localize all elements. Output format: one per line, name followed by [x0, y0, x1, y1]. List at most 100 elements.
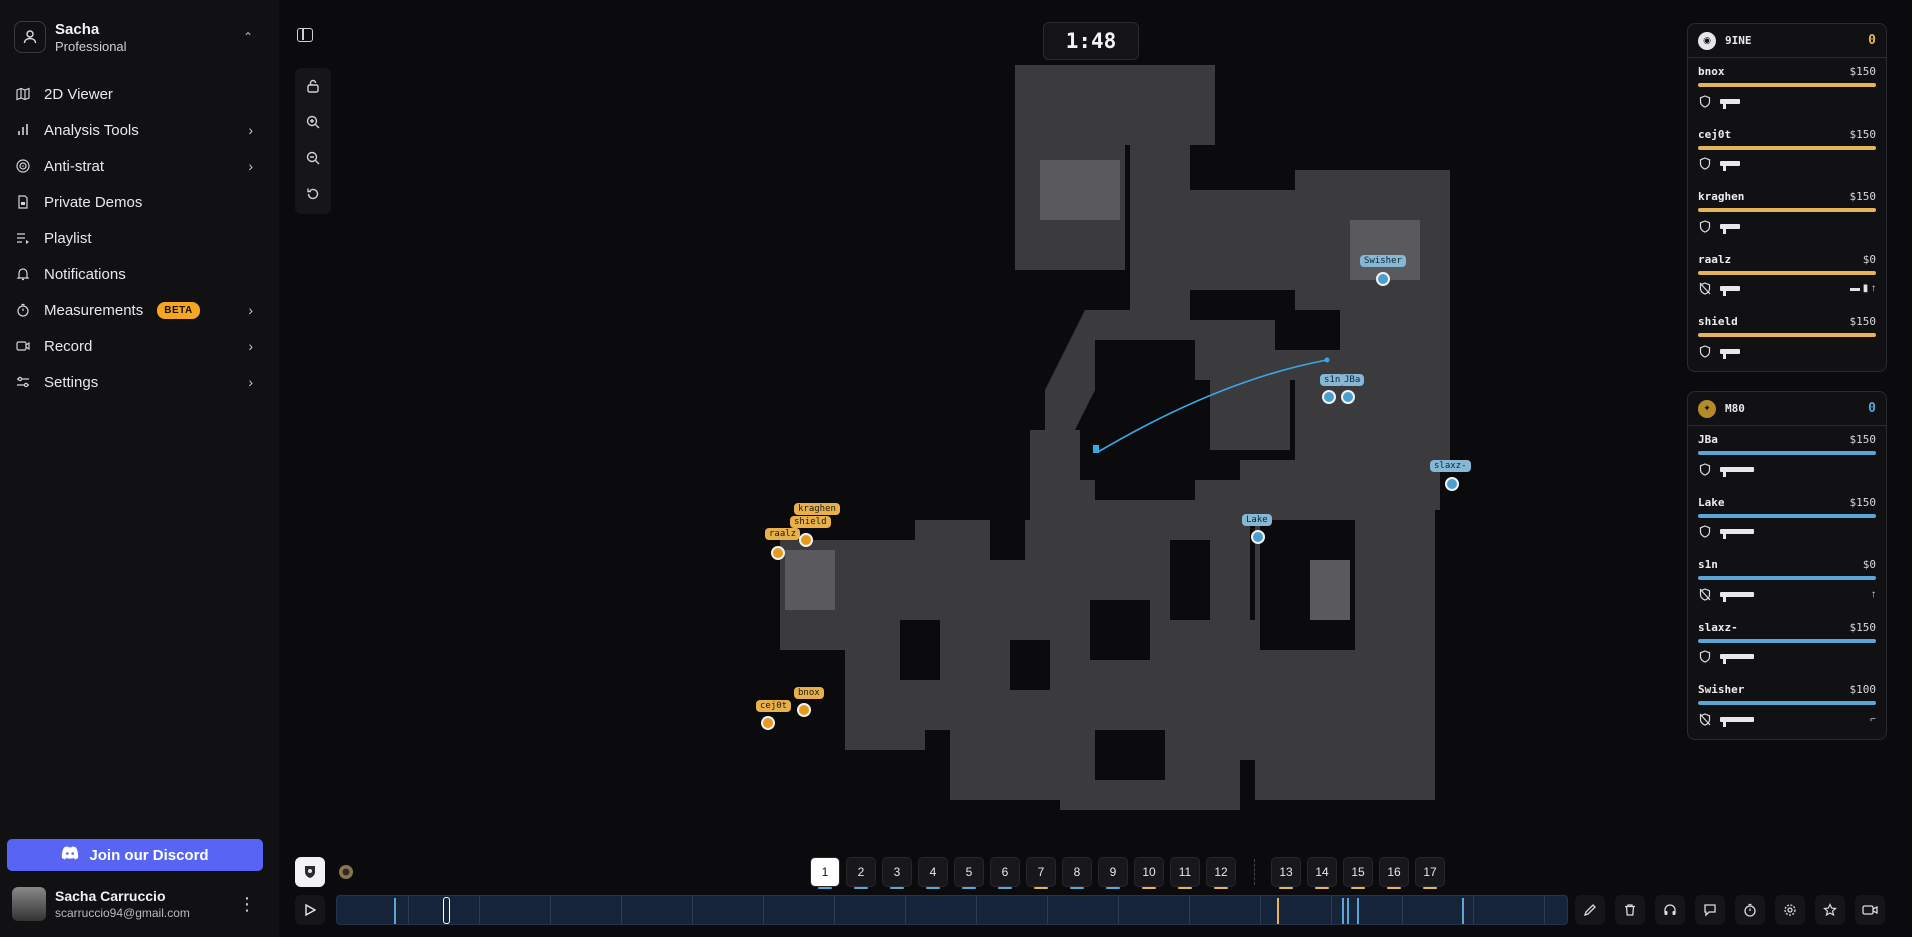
- round-button-4[interactable]: 4: [918, 857, 948, 889]
- map-player-t[interactable]: [799, 533, 813, 547]
- map-player-ct[interactable]: [1322, 390, 1336, 404]
- headphones-icon[interactable]: [1655, 895, 1685, 925]
- timeline-tick: [905, 896, 906, 924]
- round-button-5[interactable]: 5: [954, 857, 984, 889]
- team-name: M80: [1725, 402, 1745, 415]
- round-timeline[interactable]: [336, 895, 1568, 925]
- map-player-t[interactable]: [761, 716, 775, 730]
- map-player-ct[interactable]: [1445, 477, 1459, 491]
- round-button-16[interactable]: 16: [1379, 857, 1409, 889]
- unlock-icon[interactable]: [295, 68, 331, 104]
- round-button-6[interactable]: 6: [990, 857, 1020, 889]
- round-button-15[interactable]: 15: [1343, 857, 1373, 889]
- round-winner-bar: [1106, 887, 1120, 889]
- round-button-10[interactable]: 10: [1134, 857, 1164, 889]
- map-player-t[interactable]: [771, 546, 785, 560]
- user-plan: Professional: [55, 38, 127, 54]
- reset-view-icon[interactable]: [295, 176, 331, 212]
- stopwatch-icon: [16, 303, 30, 317]
- round-button-13[interactable]: 13: [1271, 857, 1301, 889]
- player-money: $150: [1849, 433, 1877, 446]
- map-player-label: cej0t: [756, 700, 792, 712]
- chevron-right-icon: ›: [248, 374, 253, 390]
- sliders-icon: [16, 375, 30, 389]
- chevron-right-icon: ›: [248, 338, 253, 354]
- map-player-ct[interactable]: [1376, 272, 1390, 286]
- sidebar-item-analysis-tools[interactable]: Analysis Tools›: [8, 112, 263, 148]
- sidebar-item-label: Private Demos: [44, 193, 143, 211]
- round-winner-bar: [1315, 887, 1329, 889]
- timeline-tick: [1047, 896, 1048, 924]
- zoom-in-icon[interactable]: [295, 104, 331, 140]
- sidebar-item-record[interactable]: Record›: [8, 328, 263, 364]
- sidebar-item-2d-viewer[interactable]: 2D Viewer: [8, 76, 263, 112]
- pencil-icon[interactable]: [1575, 895, 1605, 925]
- round-timer: 1:48: [1043, 22, 1139, 60]
- shield-icon: [1698, 462, 1712, 476]
- map-player-t[interactable]: [797, 703, 811, 717]
- round-button-2[interactable]: 2: [846, 857, 876, 889]
- round-button-9[interactable]: 9: [1098, 857, 1128, 889]
- zoom-out-icon[interactable]: [295, 140, 331, 176]
- half-separator: [1254, 859, 1255, 885]
- player-row[interactable]: slaxz-$150: [1688, 614, 1886, 677]
- trash-icon[interactable]: [1615, 895, 1645, 925]
- map-player-label: bnox: [794, 687, 824, 699]
- sidebar-item-private-demos[interactable]: Private Demos: [8, 184, 263, 220]
- player-row[interactable]: cej0t$150: [1688, 121, 1886, 184]
- stopwatch-icon[interactable]: [1735, 895, 1765, 925]
- sidebar-toggle-icon[interactable]: [297, 28, 313, 42]
- chat-icon[interactable]: [1695, 895, 1725, 925]
- round-button-17[interactable]: 17: [1415, 857, 1445, 889]
- player-row[interactable]: bnox$150: [1688, 58, 1886, 121]
- map-player-ct[interactable]: [1341, 390, 1355, 404]
- player-row[interactable]: kraghen$150: [1688, 183, 1886, 246]
- play-button[interactable]: [295, 895, 325, 925]
- shield-icon: [1698, 344, 1712, 358]
- workspace-switcher[interactable]: Sacha Professional ⌃: [8, 14, 263, 60]
- round-number: 7: [1037, 865, 1045, 879]
- player-row[interactable]: JBa$150: [1688, 426, 1886, 489]
- sidebar-item-settings[interactable]: Settings›: [8, 364, 263, 400]
- round-number: 9: [1109, 865, 1117, 879]
- round-button-3[interactable]: 3: [882, 857, 912, 889]
- account-menu[interactable]: Sacha Carruccio scarruccio94@gmail.com ⋮: [12, 886, 262, 922]
- star-icon[interactable]: [1815, 895, 1845, 925]
- round-button-14[interactable]: 14: [1307, 857, 1337, 889]
- camera-icon[interactable]: [1855, 895, 1885, 925]
- sidebar-item-anti-strat[interactable]: Anti-strat›: [8, 148, 263, 184]
- round-button-12[interactable]: 12: [1206, 857, 1236, 889]
- map-radar[interactable]: kraghen shield raalz bnox cej0t Swisher …: [700, 60, 1500, 830]
- round-button-8[interactable]: 8: [1062, 857, 1092, 889]
- player-row[interactable]: s1n$0↑: [1688, 551, 1886, 614]
- round-button-7[interactable]: 7: [1026, 857, 1056, 889]
- team-filter-9ine[interactable]: [295, 857, 325, 887]
- join-discord-button[interactable]: Join our Discord: [7, 839, 263, 871]
- timeline-tick: [1118, 896, 1119, 924]
- player-row[interactable]: Swisher$100⌐: [1688, 676, 1886, 739]
- sidebar-item-notifications[interactable]: Notifications: [8, 256, 263, 292]
- timeline-event: [1347, 898, 1349, 924]
- gear-icon[interactable]: [1775, 895, 1805, 925]
- more-vertical-icon[interactable]: ⋮: [238, 893, 256, 914]
- player-row[interactable]: Lake$150: [1688, 489, 1886, 552]
- shield-icon: [1698, 219, 1712, 233]
- round-button-11[interactable]: 11: [1170, 857, 1200, 889]
- health-bar: [1698, 145, 1876, 150]
- sidebar-item-label: Measurements: [44, 301, 144, 319]
- team-filter-m80[interactable]: [331, 857, 361, 887]
- account-email: scarruccio94@gmail.com: [55, 906, 190, 920]
- discord-label: Join our Discord: [89, 846, 209, 864]
- player-row[interactable]: shield$150: [1688, 308, 1886, 371]
- timeline-cursor[interactable]: [443, 897, 450, 924]
- map-player-ct[interactable]: [1251, 530, 1265, 544]
- player-row[interactable]: raalz$0▬ ▮ ↑: [1688, 246, 1886, 309]
- utility-icons: ▬ ▮ ↑: [1849, 283, 1876, 294]
- round-button-1[interactable]: 1: [810, 857, 840, 889]
- team-score: 0: [1868, 401, 1876, 416]
- sidebar-item-playlist[interactable]: Playlist: [8, 220, 263, 256]
